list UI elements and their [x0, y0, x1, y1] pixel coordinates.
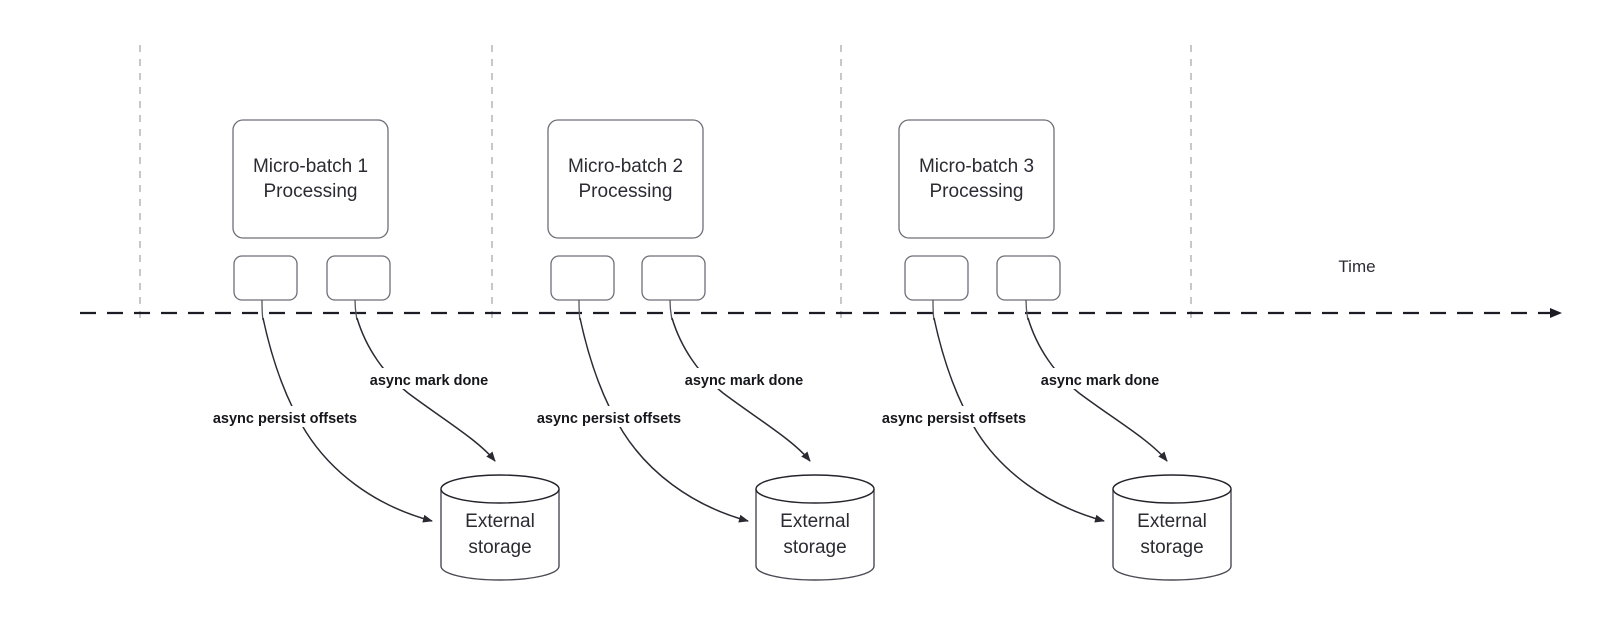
micro-batch-2-box[interactable] [547, 119, 704, 239]
micro-batch-3-mark-done-task[interactable] [996, 255, 1061, 301]
micro-batch-2-mark-done-task[interactable] [641, 255, 706, 301]
micro-batch-2-persist-offsets-task[interactable] [550, 255, 615, 301]
micro-batch-1-markdone-stem [354, 299, 358, 321]
micro-batch-1-label-line2: Processing [264, 181, 358, 202]
micro-batch-3-persist-offsets-task[interactable] [904, 255, 969, 301]
micro-batch-1-mark-done-label: async mark done [370, 373, 488, 389]
micro-batch-1-storage-top [440, 474, 560, 504]
micro-batch-3-markdone-stem [1025, 299, 1029, 321]
micro-batch-1-persist-offsets-edge [262, 317, 433, 523]
micro-batch-1-box[interactable] [232, 119, 389, 239]
micro-batch-3-persist-offsets-edge [933, 317, 1105, 523]
micro-batch-2-markdone-label-bg [673, 368, 817, 389]
micro-batch-2-storage-label-line2: storage [783, 537, 846, 558]
micro-batch-1-mark-done-edge [356, 317, 496, 462]
micro-batch-3-label-line2: Processing [930, 181, 1024, 202]
micro-batch-3-storage-label-line1: External [1137, 511, 1207, 532]
micro-batch-3-markdone-label-bg [1029, 368, 1173, 389]
micro-batch-2-markdone-stem [669, 299, 673, 321]
micro-batch-3-storage-body[interactable] [1112, 489, 1232, 581]
micro-batch-2-persist-stem [578, 299, 581, 321]
micro-batch-2-storage-label-line1: External [780, 511, 850, 532]
micro-batch-3-storage-top [1112, 474, 1232, 504]
micro-batch-3-group: Micro-batch 3 Processing async persist o… [864, 119, 1232, 581]
micro-batch-3-mark-done-edge [1027, 317, 1168, 462]
micro-batch-1-persist-offsets-label: async persist offsets [213, 411, 357, 427]
micro-batch-1-mark-done-task[interactable] [326, 255, 391, 301]
micro-batch-1-storage-body[interactable] [440, 489, 560, 581]
micro-batch-2-mark-done-label: async mark done [685, 373, 803, 389]
micro-batch-3-persist-stem [932, 299, 935, 321]
micro-batch-1-persist-label-bg [195, 406, 375, 427]
micro-batch-3-persist-label-bg [864, 406, 1044, 427]
micro-batch-1-storage-label-line2: storage [468, 537, 531, 558]
micro-batch-2-group: Micro-batch 2 Processing async persist o… [519, 119, 875, 581]
micro-batch-1-label-line1: Micro-batch 1 [253, 156, 368, 177]
micro-batch-1-persist-offsets-task[interactable] [233, 255, 298, 301]
time-axis-label: Time [1338, 257, 1375, 276]
micro-batch-1-group: Micro-batch 1 Processing async persist o… [195, 119, 560, 581]
micro-batch-1-storage-label-line1: External [465, 511, 535, 532]
micro-batch-2-mark-done-edge [671, 317, 811, 462]
tick-lines [139, 45, 1192, 318]
micro-batch-2-persist-offsets-label: async persist offsets [537, 411, 681, 427]
micro-batch-1-markdone-label-bg [358, 368, 502, 389]
micro-batch-2-label-line2: Processing [579, 181, 673, 202]
micro-batch-2-persist-label-bg [519, 406, 699, 427]
micro-batch-3-label-line1: Micro-batch 3 [919, 156, 1034, 177]
micro-batch-2-storage-top [755, 474, 875, 504]
micro-batch-1-persist-stem [261, 299, 264, 321]
micro-batch-2-label-line1: Micro-batch 2 [568, 156, 683, 177]
micro-batch-3-persist-offsets-label: async persist offsets [882, 411, 1026, 427]
micro-batch-3-box[interactable] [898, 119, 1055, 239]
micro-batch-2-storage-body[interactable] [755, 489, 875, 581]
micro-batch-3-mark-done-label: async mark done [1041, 373, 1159, 389]
micro-batch-2-persist-offsets-edge [579, 317, 749, 523]
micro-batch-3-storage-label-line2: storage [1140, 537, 1203, 558]
